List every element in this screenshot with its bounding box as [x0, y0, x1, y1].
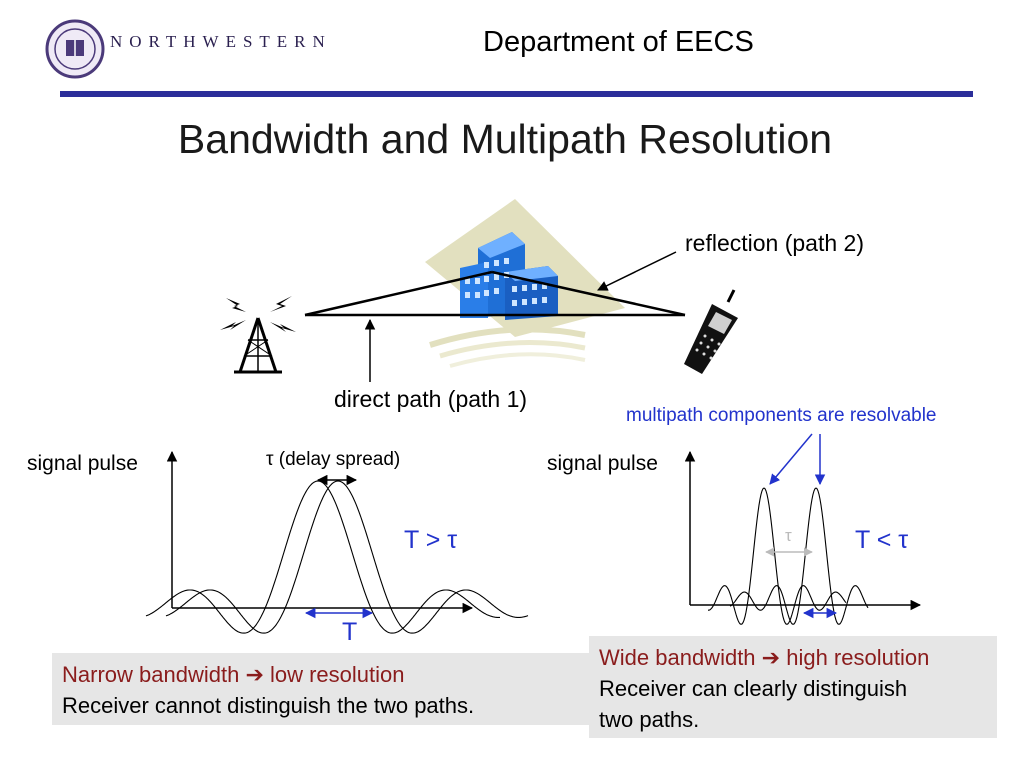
right-pulse-path-1	[708, 487, 847, 625]
left-pulse-path-1	[145, 480, 500, 634]
wide-bandwidth-body-line-2: two paths.	[599, 707, 700, 732]
right-relation-label: T < τ	[855, 526, 909, 554]
narrow-bandwidth-body: Receiver cannot distinguish the two path…	[62, 693, 475, 718]
slide-title: Bandwidth and Multipath Resolution	[177, 116, 833, 162]
delay-spread-label: τ (delay spread)	[266, 449, 401, 470]
wide-bandwidth-heading: Wide bandwidth ➔ high resolution	[599, 642, 987, 673]
right-pulse-path-2	[729, 487, 869, 625]
wide-bandwidth-body-line-1: Receiver can clearly distinguish	[599, 676, 908, 701]
narrow-bandwidth-box: Narrow bandwidth ➔ low resolution Receiv…	[52, 653, 601, 725]
left-pulse-path-2	[165, 480, 529, 634]
left-ylabel: signal pulse	[27, 452, 138, 475]
narrow-bandwidth-heading: Narrow bandwidth ➔ low resolution	[62, 659, 591, 690]
reflection-label: reflection (path 2)	[685, 230, 864, 256]
department-label: Department of EECS	[483, 26, 754, 58]
right-arrow-icon: ➔	[761, 645, 781, 670]
direct-path-label: direct path (path 1)	[334, 386, 528, 412]
left-pulse-plot	[145, 450, 529, 634]
building-icon	[460, 232, 558, 320]
right-arrow-icon: ➔	[245, 662, 264, 687]
narrow-heading-a: Narrow bandwidth	[62, 662, 246, 687]
right-ylabel: signal pulse	[547, 452, 658, 475]
header-rule	[60, 91, 973, 97]
left-period-label: T	[342, 618, 358, 646]
university-seal-icon	[45, 19, 105, 79]
university-wordmark: NORTHWESTERN	[110, 32, 332, 51]
propagation-paths	[304, 251, 686, 382]
transmitter-tower-icon	[220, 296, 296, 374]
resolvable-label: multipath components are resolvable	[626, 405, 937, 426]
narrow-heading-b: low resolution	[263, 662, 405, 687]
wide-heading-b: high resolution	[780, 645, 930, 670]
mobile-phone-icon	[684, 289, 738, 374]
wide-bandwidth-box: Wide bandwidth ➔ high resolution Receive…	[589, 636, 997, 738]
left-relation-label: T > τ	[404, 526, 458, 554]
right-tau-label: τ	[785, 526, 792, 545]
right-pulse-plot	[684, 433, 922, 625]
wide-heading-a: Wide bandwidth	[599, 645, 762, 670]
